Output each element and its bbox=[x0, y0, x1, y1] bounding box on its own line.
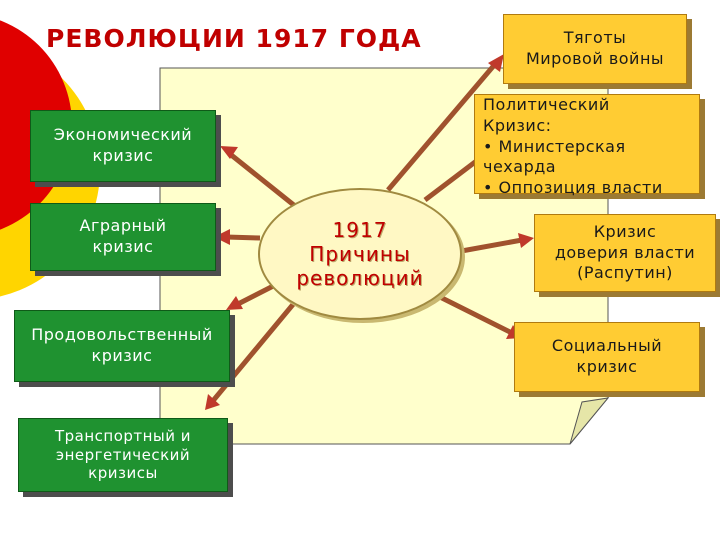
food-crisis-box: Продовольственный кризис bbox=[14, 310, 230, 382]
box-line: Тяготы bbox=[563, 28, 627, 48]
transport-energy-crisis-box: Транспортный и энергетический кризисы bbox=[18, 418, 228, 492]
box-line: • Оппозиция власти bbox=[483, 178, 663, 198]
sticky-note-fold bbox=[569, 397, 610, 445]
box-line: • Министерская чехарда bbox=[483, 136, 626, 177]
box-line: Кризис: bbox=[483, 115, 552, 135]
economic-crisis-box: Экономический кризис bbox=[30, 110, 216, 182]
center-causes-ellipse: 1917 Причины революций bbox=[258, 188, 462, 320]
box-line: (Распутин) bbox=[577, 263, 673, 283]
box-line: Социальный bbox=[551, 336, 663, 356]
center-line-causes: Причины bbox=[309, 242, 411, 266]
box-line: Экономический bbox=[53, 125, 193, 145]
box-line: кризис bbox=[92, 237, 154, 256]
world-war-hardships-box: Тяготы Мировой войны bbox=[503, 14, 687, 84]
trust-crisis-box: Кризис доверия власти (Распутин) bbox=[534, 214, 716, 292]
center-line-year: 1917 bbox=[332, 218, 388, 242]
agrarian-crisis-box: Аграрный кризис bbox=[30, 203, 216, 271]
box-line: доверия власти bbox=[554, 242, 696, 262]
box-line: кризис bbox=[576, 357, 638, 376]
box-line: кризис bbox=[91, 346, 153, 365]
box-line: кризисы bbox=[88, 464, 158, 483]
box-line: энергетический bbox=[55, 445, 191, 464]
page-title: РЕВОЛЮЦИИ 1917 ГОДА bbox=[46, 24, 422, 53]
center-line-revolutions: революций bbox=[296, 266, 424, 290]
box-line: Мировой войны bbox=[525, 49, 665, 68]
box-line: Политический bbox=[483, 95, 610, 114]
social-crisis-box: Социальный кризис bbox=[514, 322, 700, 392]
box-line: Кризис bbox=[593, 221, 657, 241]
box-line: Продовольственный bbox=[31, 325, 213, 345]
political-crisis-box: Политический Кризис: • Министерская чеха… bbox=[474, 94, 700, 197]
box-line: кризис bbox=[92, 146, 154, 165]
box-line: Аграрный bbox=[79, 216, 167, 236]
box-line: Транспортный и bbox=[54, 426, 192, 445]
